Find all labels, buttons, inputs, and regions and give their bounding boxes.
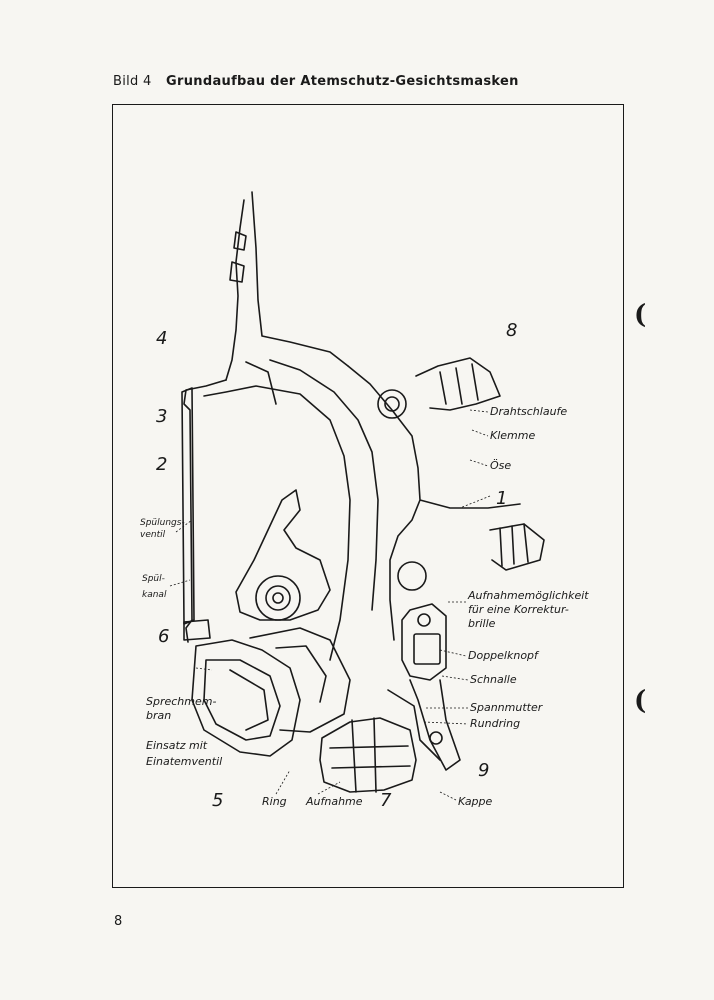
label-drahtschlaufe: Drahtschlaufe: [490, 405, 568, 418]
rinse-channel: [181, 387, 195, 625]
mask-body-outline: [183, 365, 521, 643]
figure-title: Grundaufbau der Atemschutz-Gesichtsmaske…: [166, 74, 519, 89]
callout-1: 1: [496, 488, 508, 509]
strap-lower: [409, 679, 461, 771]
label-aufnahme-brille-line2: für eine Korrektur-: [468, 603, 569, 616]
inner-mask: [235, 489, 331, 621]
callout-6: 6: [158, 626, 170, 647]
korrekturbrille-mount: [397, 561, 427, 591]
oese-ring: [377, 389, 407, 419]
buckle-schnalle: [401, 603, 447, 681]
margin-mark-upper: (: [634, 300, 647, 330]
page-number: 8: [114, 914, 123, 929]
label-einsatz-line1: Einsatz mit: [146, 739, 208, 752]
filter-insert: [249, 627, 351, 733]
label-spannmutter: Spannmutter: [470, 701, 543, 714]
figure-number: Bild 4: [113, 74, 152, 89]
visor: [203, 385, 351, 661]
label-aufnahme-brille-line3: brille: [468, 617, 496, 630]
label-aufnahme: Aufnahme: [306, 795, 363, 808]
callout-5: 5: [212, 790, 224, 811]
callout-7: 7: [380, 790, 392, 811]
label-spuelkanal-line2: kanal: [142, 590, 167, 600]
label-doppelknopf: Doppelknopf: [468, 649, 538, 662]
label-ring: Ring: [262, 795, 287, 808]
label-schnalle: Schnalle: [470, 673, 517, 686]
callout-2: 2: [156, 454, 168, 475]
head-strap: [251, 191, 349, 367]
label-rundring: Rundring: [470, 717, 521, 730]
speech-membrane-housing: [191, 639, 301, 757]
label-kappe: Kappe: [458, 795, 493, 808]
callout-9: 9: [478, 760, 490, 781]
callout-8: 8: [506, 320, 518, 341]
label-aufnahme-brille-line1: Aufnahmemöglichkeit: [468, 589, 589, 602]
label-spuelkanal-line1: Spül-: [142, 574, 165, 584]
figure-caption: Bild 4 Grundaufbau der Atemschutz-Gesich…: [113, 74, 519, 89]
inhale-valve-disc: [255, 575, 301, 621]
label-spuelungsventil-line1: Spülungs-: [140, 518, 185, 528]
strap-upper-right: [415, 357, 501, 411]
label-klemme: Klemme: [490, 429, 536, 442]
label-einsatz-line2: Einatemventil: [146, 755, 223, 768]
margin-mark-lower: (: [634, 686, 647, 716]
callout-4: 4: [156, 328, 168, 349]
label-spuelungsventil-line2: ventil: [140, 530, 166, 540]
label-oese: Öse: [490, 459, 512, 472]
callout-3: 3: [156, 406, 168, 427]
figure-frame: [112, 104, 624, 888]
connector-aufnahme: [319, 717, 417, 793]
label-sprechmembran-line2: bran: [146, 709, 172, 722]
label-sprechmembran-line1: Sprechmem-: [146, 695, 217, 708]
strap-middle-right: [489, 523, 545, 571]
